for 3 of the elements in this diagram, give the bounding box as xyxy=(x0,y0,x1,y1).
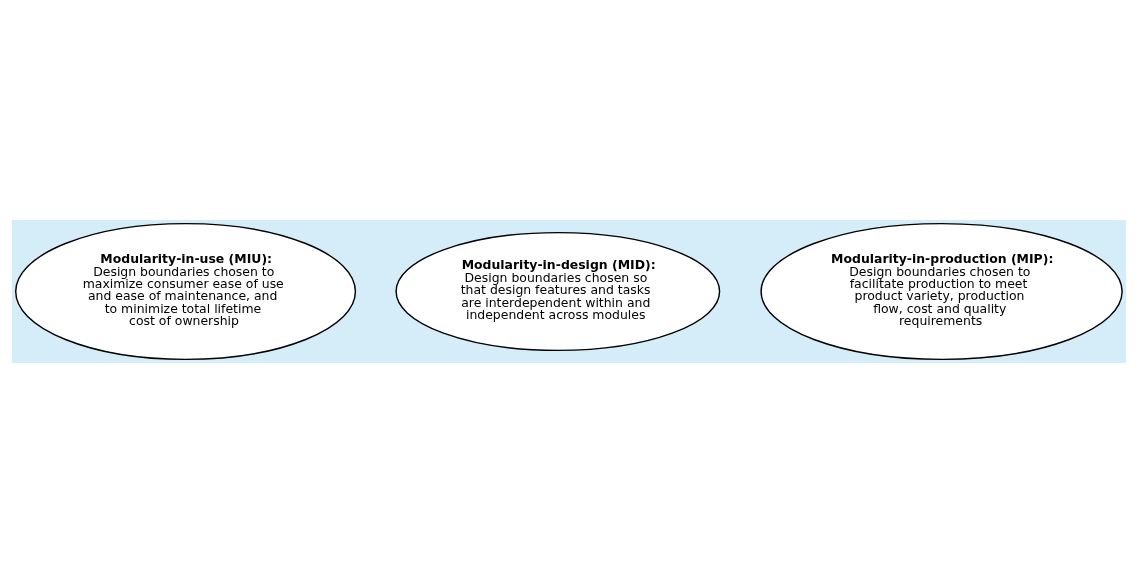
node-ellipse: Modularity-in-design (MID): Design boundaries chosen so that design features and tasks are interdependent within and independent across modules xyxy=(395,231,721,351)
node-ellipse: Modularity-in-use (MIU): Design boundaries chosen to maximize consumer ease of use and ease of maintenance, and to minimize total lifetime cost of ownership xyxy=(15,222,357,360)
node-ellipse: Modularity-in-production (MIP): Design boundaries chosen to facilitate production to meet product variety, production flow, cost and quality requirements xyxy=(760,222,1123,360)
